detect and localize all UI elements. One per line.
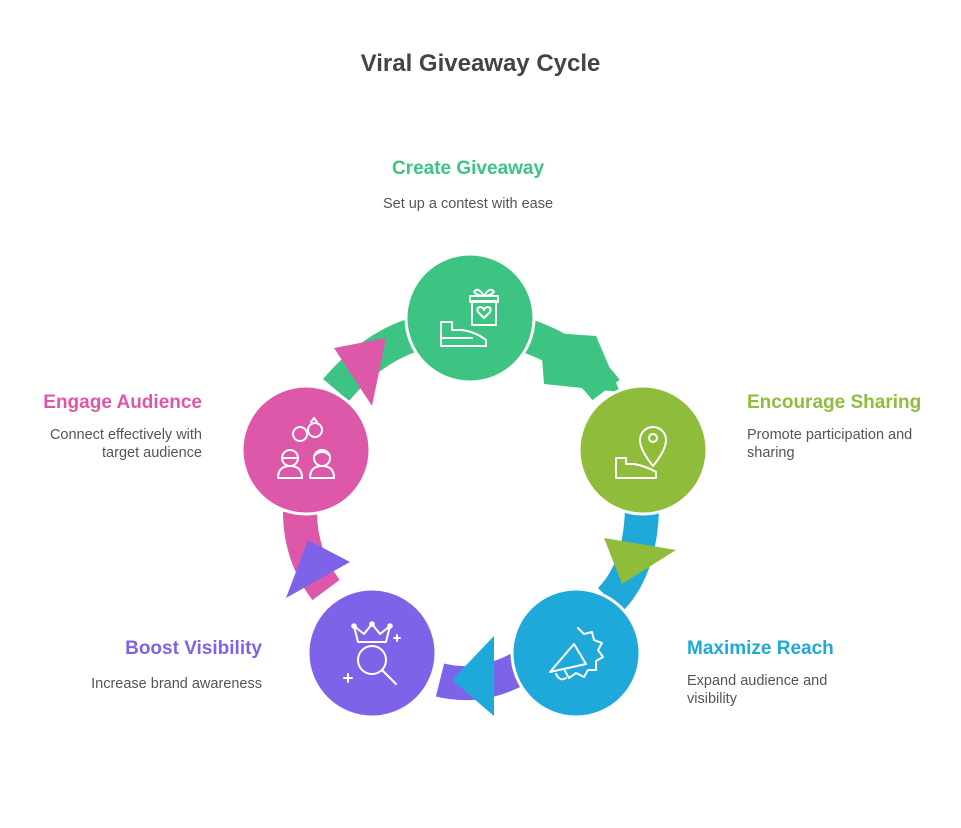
stage-title-create-giveaway: Create Giveaway bbox=[391, 158, 545, 179]
location-pin-hand-icon bbox=[615, 426, 667, 479]
stage-desc-boost-visibility: Increase brand awareness bbox=[91, 676, 262, 692]
stage-desc-maximize-reach: Expand audience and visibility bbox=[687, 673, 828, 707]
people-connect-icon bbox=[277, 417, 335, 479]
arrowhead-sharing-to-reach bbox=[604, 538, 676, 584]
node-maximize-reach bbox=[510, 587, 642, 719]
diagram-title: Viral Giveaway Cycle bbox=[360, 50, 601, 77]
arrowhead-visibility-to-engage bbox=[286, 540, 350, 598]
megaphone-badge-icon bbox=[549, 627, 604, 681]
gift-hand-icon bbox=[440, 288, 499, 347]
stage-title-encourage-sharing: Encourage Sharing bbox=[747, 392, 922, 413]
stage-title-boost-visibility: Boost Visibility bbox=[125, 638, 262, 659]
crown-magnifier-icon bbox=[343, 621, 401, 685]
node-boost-visibility bbox=[306, 587, 438, 719]
arrowhead-engage-to-create bbox=[334, 338, 386, 406]
arrowhead-reach-to-visibility bbox=[452, 636, 494, 716]
stage-title-maximize-reach: Maximize Reach bbox=[687, 638, 834, 659]
stage-desc-encourage-sharing: Promote participation and sharing bbox=[747, 427, 913, 461]
stage-title-engage-audience: Engage Audience bbox=[43, 392, 202, 413]
node-create-giveaway bbox=[404, 252, 536, 384]
arrowhead-create-to-sharing bbox=[540, 332, 620, 392]
node-engage-audience bbox=[240, 384, 372, 516]
stage-desc-create-giveaway: Set up a contest with ease bbox=[382, 196, 554, 212]
stage-desc-engage-audience: Connect effectively with target audience bbox=[49, 427, 202, 461]
